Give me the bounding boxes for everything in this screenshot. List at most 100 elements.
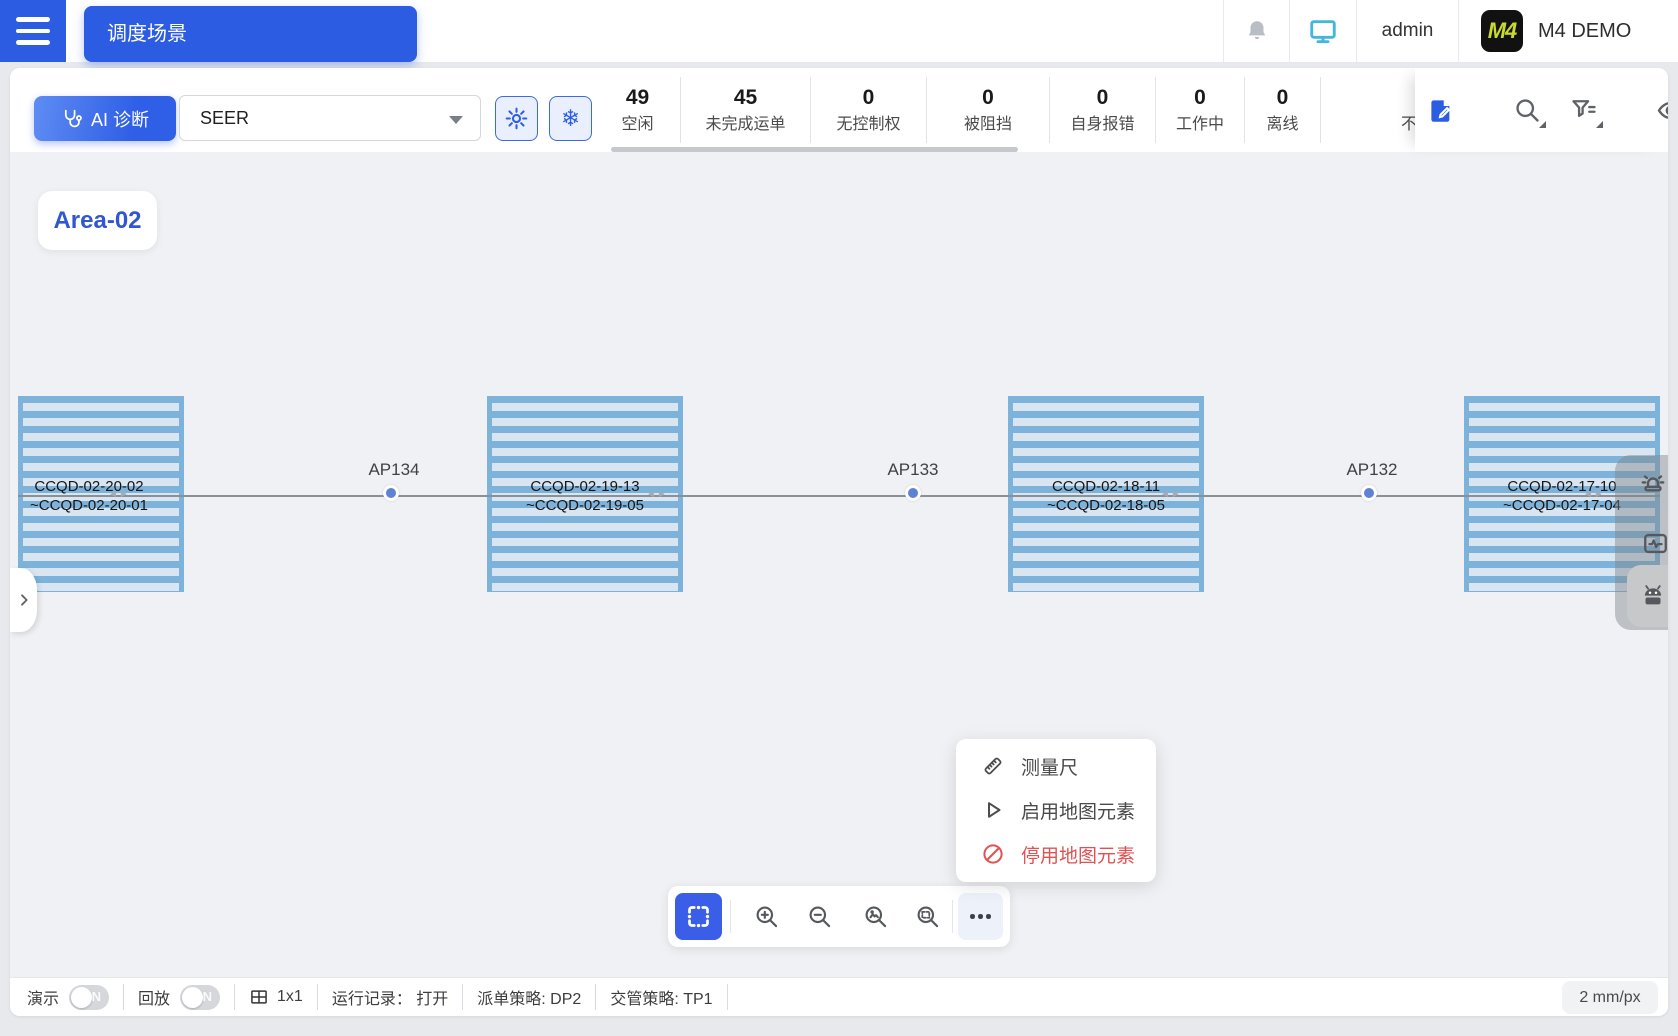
menu-item-label: 测量尺 [1021, 757, 1079, 779]
settings-button[interactable] [495, 96, 538, 141]
map-context-menu: 测量尺 启用地图元素 停用地图元素 [956, 739, 1156, 882]
rack-label: CCQD-02-17-10~CCQD-02-17-04 [1503, 478, 1621, 514]
rack-label: CCQD-02-19-13~CCQD-02-19-05 [526, 478, 644, 514]
ai-diagnose-button[interactable]: AI 诊断 [34, 96, 176, 141]
bidirectional-arrow-icon: ◄► [646, 489, 668, 500]
zoom-in-icon[interactable] [753, 903, 780, 930]
search-button[interactable] [1513, 95, 1546, 128]
stat-offline-value: 0 [1276, 86, 1289, 109]
waypoint-label: AP133 [887, 460, 939, 479]
monitor-pulse-icon[interactable] [1639, 527, 1668, 559]
map-scale-indicator: 2 mm/px [1562, 981, 1658, 1014]
stat-unavailable-label: 不 [1401, 116, 1418, 133]
stat-working-label: 工作中 [1175, 116, 1224, 133]
stat-unavailable-partial[interactable]: 不 [1321, 77, 1451, 143]
visibility-button[interactable] [1656, 95, 1668, 125]
chevron-right-icon [16, 592, 32, 608]
waypoint-label: AP134 [368, 460, 420, 479]
robot-icon[interactable] [1637, 579, 1668, 611]
stat-working[interactable]: 0 工作中 [1156, 77, 1245, 143]
alarm-siren-icon[interactable] [1637, 467, 1668, 499]
open-drawer-handle[interactable] [10, 568, 37, 632]
path-line [18, 495, 1660, 497]
more-options-button[interactable] [958, 893, 1003, 940]
rack-block[interactable] [18, 396, 184, 592]
statusbar-divider [316, 984, 318, 1010]
username: admin [1381, 20, 1434, 41]
side-panel-notch [1627, 565, 1668, 627]
area-badge[interactable]: Area-02 [38, 191, 157, 250]
zoom-fit-image-icon[interactable] [862, 903, 889, 930]
notification-bell-button[interactable] [1223, 0, 1289, 62]
replay-toggle[interactable]: N [180, 984, 221, 1010]
dispatch-policy-status[interactable]: 派单策略: DP2 [477, 991, 582, 1008]
ruler-icon [981, 754, 1005, 778]
ai-diagnose-label: AI 诊断 [90, 109, 149, 130]
stat-no-control[interactable]: 0 无控制权 [811, 77, 927, 143]
rack-block[interactable] [1008, 396, 1204, 592]
demo-label: 演示 [27, 991, 60, 1008]
corner-expand-icon [1539, 121, 1546, 128]
zoom-to-selection-icon[interactable] [914, 903, 941, 930]
waypoint-dot[interactable] [905, 485, 921, 501]
traffic-policy-status[interactable]: 交管策略: TP1 [610, 991, 713, 1008]
stat-self-error[interactable]: 0 自身报错 [1050, 77, 1156, 143]
search-icon [1513, 96, 1541, 124]
status-bar: 演示 N 回放 N 1x1 运行记录： 打开 派单策略: DP2 交管策略: T… [10, 977, 1668, 1016]
robot-status-stats: 49 空闲 45 未完成运单 0 无控制权 0 被阻挡 0 自身报错 0 工作中 [595, 77, 1451, 143]
app-header: 调度场景 admin M4 M4 DEMO [0, 0, 1678, 62]
gear-icon [504, 106, 529, 131]
toolbar-divider [730, 900, 731, 933]
stethoscope-icon [61, 108, 82, 129]
run-record-status[interactable]: 运行记录： 打开 [331, 991, 449, 1008]
stat-blocked-value: 0 [982, 86, 994, 109]
filter-icon [1570, 96, 1598, 124]
stat-offline-label: 离线 [1266, 116, 1299, 133]
m4-logo: M4 [1481, 10, 1523, 52]
rack-block[interactable] [487, 396, 683, 592]
waypoint-dot[interactable] [383, 485, 399, 501]
edit-record-button[interactable] [1428, 95, 1455, 125]
stats-scrollbar[interactable] [611, 147, 1018, 152]
tab-dispatch-scene[interactable]: 调度场景 [84, 6, 417, 62]
toggle-knob [71, 986, 93, 1008]
map-canvas[interactable]: Area-02 CCQD-02-20-02~CCQD-02-20-01 CCQD… [10, 152, 1668, 977]
stat-no-control-value: 0 [862, 86, 875, 109]
menu-item-label: 停用地图元素 [1021, 845, 1136, 867]
monitor-view-button[interactable] [1289, 0, 1356, 62]
waypoint-dot[interactable] [1361, 485, 1377, 501]
stat-offline[interactable]: 0 离线 [1245, 77, 1321, 143]
freeze-button[interactable]: ❄ [549, 96, 592, 141]
toolbar-divider [952, 900, 953, 933]
stat-no-control-label: 无控制权 [836, 116, 901, 133]
toggle-knob [182, 986, 204, 1008]
grid-layout-icon[interactable] [249, 987, 269, 1007]
rack-block[interactable] [1464, 396, 1660, 592]
filter-button[interactable] [1570, 95, 1603, 128]
statusbar-divider [234, 984, 236, 1010]
grid-layout-value[interactable]: 1x1 [277, 988, 303, 1005]
play-icon [981, 798, 1005, 822]
stat-unfinished-orders[interactable]: 45 未完成运单 [681, 77, 811, 143]
waypoint-label: AP132 [1346, 460, 1398, 479]
brand-name: M4 DEMO [1538, 19, 1632, 42]
document-edit-icon [1428, 97, 1455, 124]
bidirectional-arrow-icon: ◄► [1160, 489, 1182, 500]
bell-icon [1244, 18, 1270, 44]
bidirectional-arrow-icon: ◄► [1583, 489, 1605, 500]
stat-idle[interactable]: 49 空闲 [595, 77, 681, 143]
stat-blocked[interactable]: 0 被阻挡 [927, 77, 1050, 143]
stat-idle-label: 空闲 [621, 116, 654, 133]
toolbar-icon-group [1415, 68, 1668, 152]
hamburger-menu-button[interactable] [0, 0, 66, 62]
menu-item-disable-map-elements[interactable]: 停用地图元素 [956, 832, 1156, 876]
zoom-out-icon[interactable] [806, 903, 833, 930]
user-menu[interactable]: admin [1356, 0, 1458, 62]
menu-item-enable-map-elements[interactable]: 启用地图元素 [956, 788, 1156, 832]
menu-item-measure-ruler[interactable]: 测量尺 [956, 744, 1156, 788]
marquee-select-button[interactable] [675, 893, 722, 940]
statusbar-divider [726, 984, 728, 1010]
scene-select[interactable]: SEER [179, 95, 481, 141]
demo-toggle[interactable]: N [69, 984, 110, 1010]
snowflake-icon: ❄ [560, 105, 581, 131]
